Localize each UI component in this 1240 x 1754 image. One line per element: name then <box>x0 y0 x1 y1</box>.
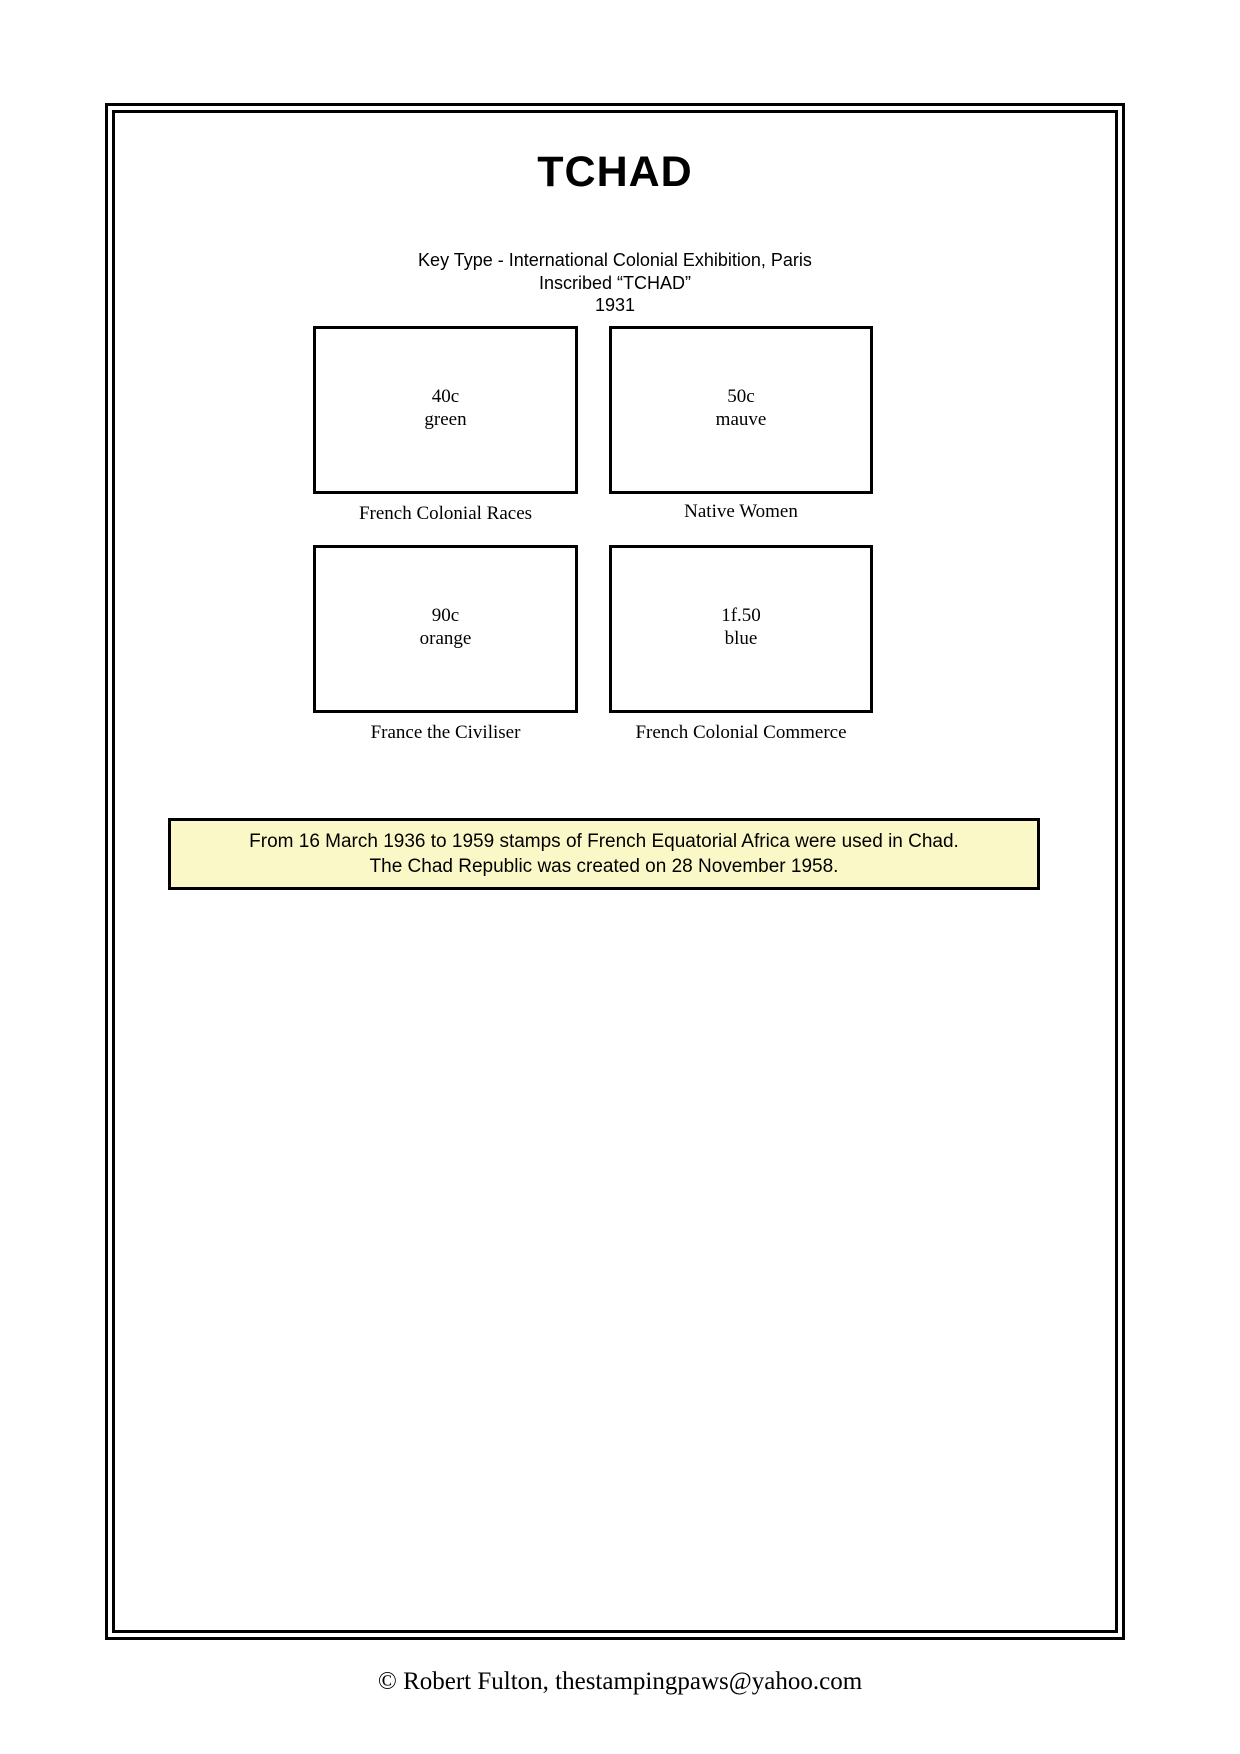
stamp-caption: Native Women <box>684 501 798 522</box>
stamp-denomination: 40c <box>431 386 460 407</box>
stamp-denomination-block: 1f.50 blue <box>612 604 870 650</box>
stamp-denomination: 50c <box>727 386 755 407</box>
album-page-outer-frame: TCHAD Key Type - International Colonial … <box>105 103 1125 1640</box>
stamp-entry: 40c green French Colonial Races <box>313 326 578 525</box>
album-page-inner-frame: TCHAD Key Type - International Colonial … <box>112 110 1118 1633</box>
stamp-color-name: orange <box>419 628 472 649</box>
page-title: TCHAD <box>537 148 693 196</box>
stamp-placeholder-box[interactable]: 40c green <box>313 326 578 494</box>
stamp-color-name: green <box>424 409 467 430</box>
stamp-caption: France the Civiliser <box>370 722 521 743</box>
stamp-denomination-block: 40c green <box>316 385 575 431</box>
stamp-placeholder-box[interactable]: 1f.50 blue <box>609 545 873 713</box>
issue-header: Key Type - International Colonial Exhibi… <box>115 249 1115 317</box>
stamp-caption: French Colonial Commerce <box>635 722 847 743</box>
stamp-denomination: 90c <box>431 605 460 626</box>
stamp-placeholder-box[interactable]: 50c mauve <box>609 326 873 494</box>
stamp-denomination: 1f.50 <box>721 605 761 626</box>
issue-header-line-2: Inscribed “TCHAD” <box>538 272 692 293</box>
stamp-denomination-block: 50c mauve <box>612 385 870 431</box>
stamp-entry: 90c orange France the Civiliser <box>313 545 578 744</box>
usage-note-line-2: The Chad Republic was created on 28 Nove… <box>369 856 839 877</box>
stamp-placeholder-box[interactable]: 90c orange <box>313 545 578 713</box>
stamp-entry: 1f.50 blue French Colonial Commerce <box>609 545 873 744</box>
usage-note-box: From 16 March 1936 to 1959 stamps of Fre… <box>168 818 1040 890</box>
stamp-entry: 50c mauve Native Women <box>609 326 873 523</box>
stamp-caption: French Colonial Races <box>358 503 533 524</box>
stamp-color-name: mauve <box>715 409 767 430</box>
stamp-denomination-block: 90c orange <box>316 604 575 650</box>
issue-header-line-1: Key Type - International Colonial Exhibi… <box>418 250 812 270</box>
issue-header-line-3: 1931 <box>594 295 636 315</box>
stamp-color-name: blue <box>724 628 758 649</box>
page-footer-credit: © Robert Fulton, thestampingpaws@yahoo.c… <box>377 1668 863 1695</box>
usage-note-line-1: From 16 March 1936 to 1959 stamps of Fre… <box>249 831 959 852</box>
